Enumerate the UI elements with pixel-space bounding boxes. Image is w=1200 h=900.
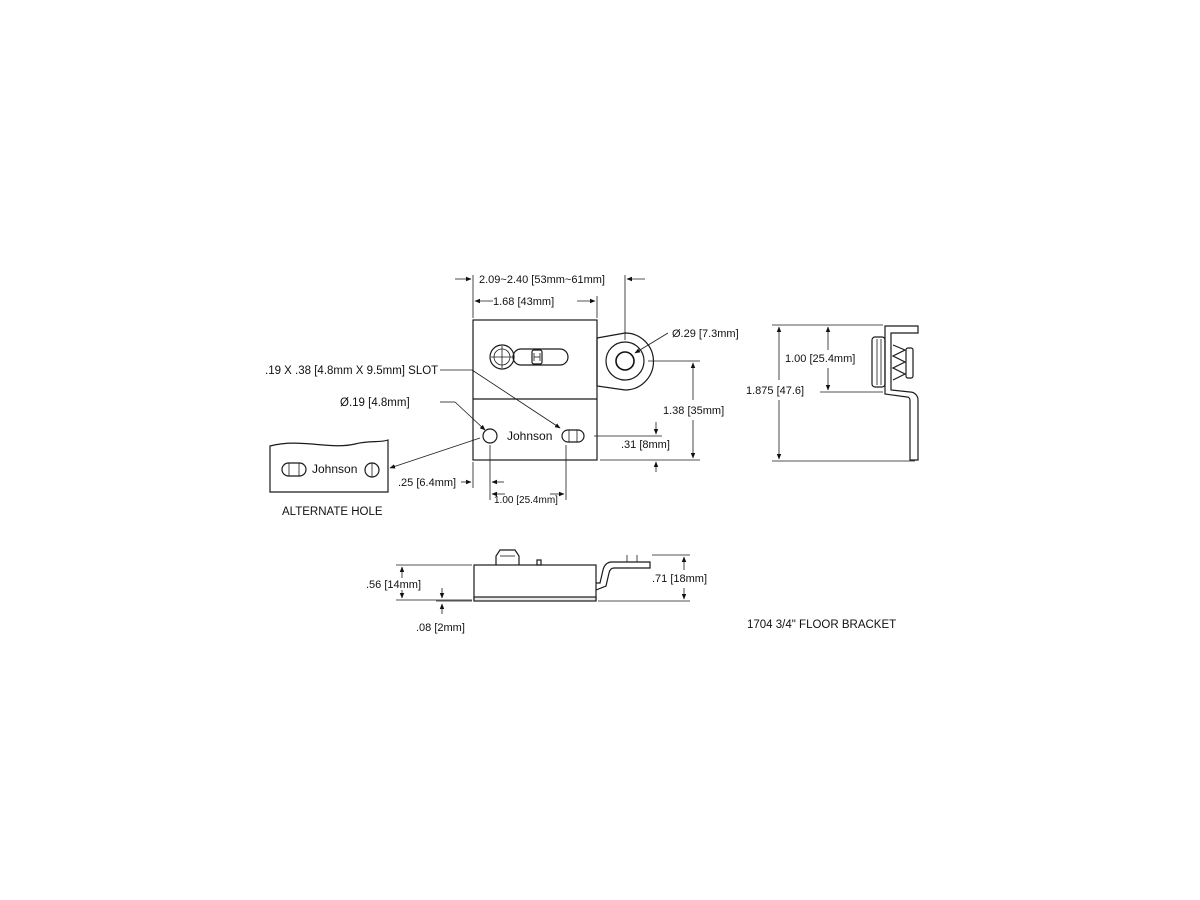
hole-diameter-label: Ø.19 [4.8mm] — [340, 397, 410, 409]
side-view — [871, 325, 919, 461]
elevation-dimensions: .56 [14mm] .08 [2mm] .71 [18mm] — [366, 554, 707, 634]
bracket-body — [472, 319, 598, 461]
side-upper-height-label: 1.00 [25.4mm] — [785, 353, 855, 365]
side-nut — [905, 347, 914, 379]
side-spring — [891, 344, 907, 381]
eyelet-tab — [596, 332, 655, 391]
side-bracket-profile — [884, 325, 919, 461]
elevation-base-plate — [473, 596, 597, 602]
height-to-eyelet-label: 1.38 [35mm] — [663, 405, 724, 417]
hole-from-left-label: .25 [6.4mm] — [398, 477, 456, 489]
eyelet-height-label: .71 [18mm] — [652, 573, 707, 585]
alternate-brand-mark: Johnson — [312, 462, 357, 476]
side-view-dimensions: 1.00 [25.4mm] 1.875 [47.6] — [746, 324, 915, 462]
eyelet-outer-ring — [605, 341, 645, 381]
elevation-body — [473, 564, 597, 601]
elevation-stop-pin — [536, 559, 542, 566]
side-screw-head — [871, 336, 886, 388]
side-overall-height-label: 1.875 [47.6] — [746, 385, 804, 397]
adjuster-screw — [489, 344, 569, 370]
slot-mounting-hole — [561, 429, 585, 443]
hole-spacing-label: 1.00 [25.4mm] — [494, 495, 558, 506]
elevation-view — [473, 549, 651, 602]
alternate-slot — [281, 462, 307, 477]
front-view: Johnson — [472, 319, 655, 461]
eyelet-hole — [615, 351, 635, 371]
alternate-hole-detail: Johnson ALTERNATE HOLE — [269, 437, 481, 518]
elevation-eyelet-tab — [595, 561, 651, 591]
round-mounting-hole — [482, 428, 498, 444]
brand-mark: Johnson — [507, 429, 552, 443]
hole-from-bottom-label: .31 [8mm] — [621, 439, 670, 451]
body-width-label: 1.68 [43mm] — [493, 296, 554, 308]
slot-size-label: .19 X .38 [4.8mm X 9.5mm] SLOT — [265, 365, 438, 377]
overall-width-label: 2.09~2.40 [53mm~61mm] — [479, 274, 605, 286]
adjuster-slot — [512, 348, 569, 366]
base-height-label: .56 [14mm] — [366, 579, 421, 591]
eyelet-diameter-label: Ø.29 [7.3mm] — [672, 328, 739, 340]
front-view-dimensions: 2.09~2.40 [53mm~61mm] 1.68 [43mm] Ø.29 [… — [265, 274, 739, 506]
plate-thickness-label: .08 [2mm] — [416, 622, 465, 634]
drawing-title: 1704 3/4" FLOOR BRACKET — [747, 619, 896, 631]
elevation-screw-head — [495, 549, 520, 565]
alternate-hole-label: ALTERNATE HOLE — [282, 506, 383, 518]
